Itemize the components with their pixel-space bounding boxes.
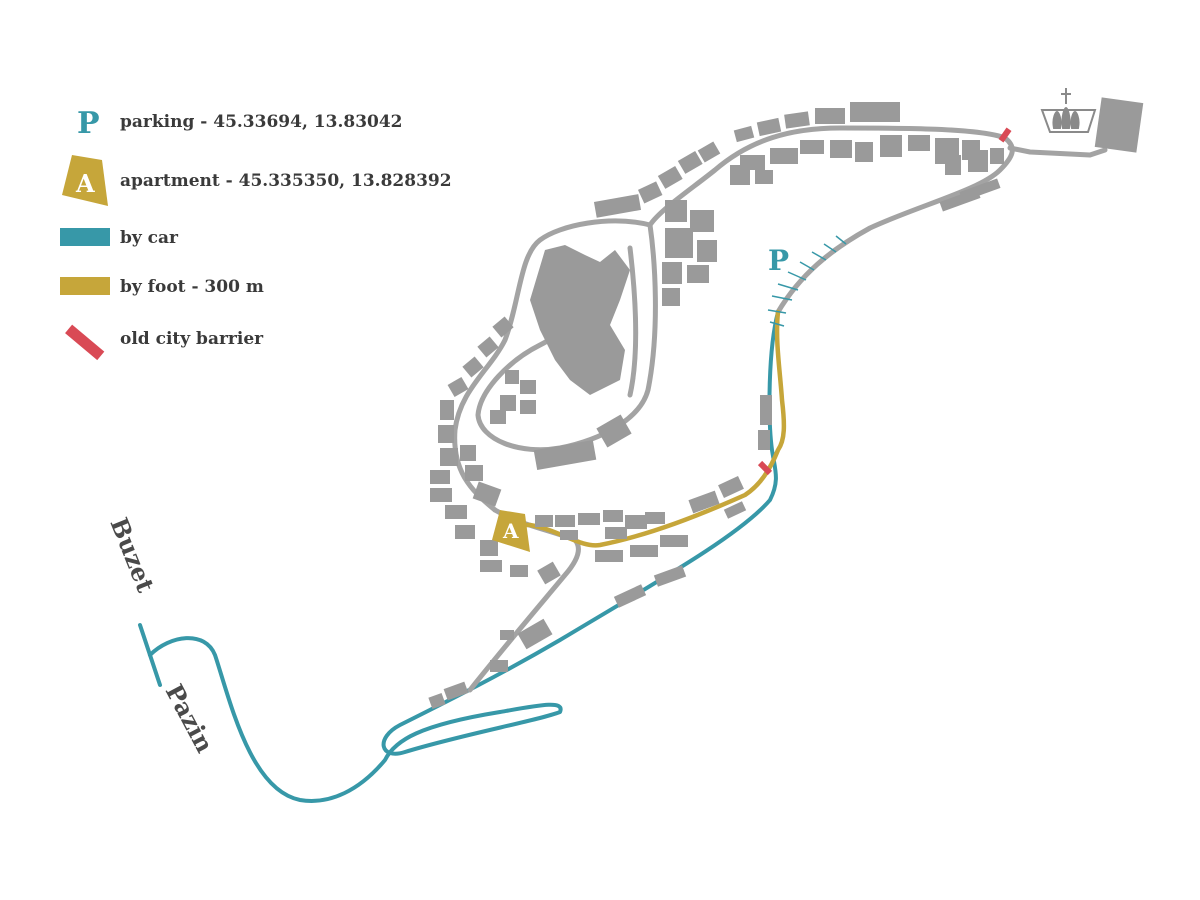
parking-area xyxy=(767,235,847,327)
town-label-buzet: Buzet xyxy=(104,513,160,596)
legend-barrier-swatch xyxy=(65,324,105,361)
car-route-pazin-branch xyxy=(148,653,162,687)
roads xyxy=(452,125,1108,693)
legend-barrier-label: old city barrier xyxy=(120,329,264,349)
legend-car-swatch xyxy=(60,228,110,246)
foot-route xyxy=(509,309,787,548)
legend-car-label: by car xyxy=(120,228,179,248)
legend-apartment-symbol: A xyxy=(75,169,95,198)
legend: P parking - 45.33694, 13.83042 A apartme… xyxy=(60,106,452,361)
barrier-marker-south xyxy=(757,460,773,476)
legend-foot-swatch xyxy=(60,277,110,295)
car-route-buzet-branch xyxy=(138,623,152,657)
legend-apartment-icon xyxy=(62,155,108,206)
parking-marker: P xyxy=(768,244,789,277)
buildings xyxy=(428,97,1144,710)
legend-parking-symbol: P xyxy=(77,106,100,141)
apartment-marker-group: A xyxy=(492,510,530,552)
apartment-marker: A xyxy=(502,519,519,543)
barrier-marker-north xyxy=(998,127,1012,143)
legend-parking-label: parking - 45.33694, 13.83042 xyxy=(120,112,403,132)
legend-apartment-label: apartment - 45.335350, 13.828392 xyxy=(120,171,452,191)
town-label-pazin: Pazin xyxy=(160,679,220,757)
legend-foot-label: by foot - 300 m xyxy=(120,277,264,297)
apartment-icon xyxy=(492,510,530,552)
church-icon xyxy=(1040,88,1097,133)
car-route xyxy=(148,310,780,803)
